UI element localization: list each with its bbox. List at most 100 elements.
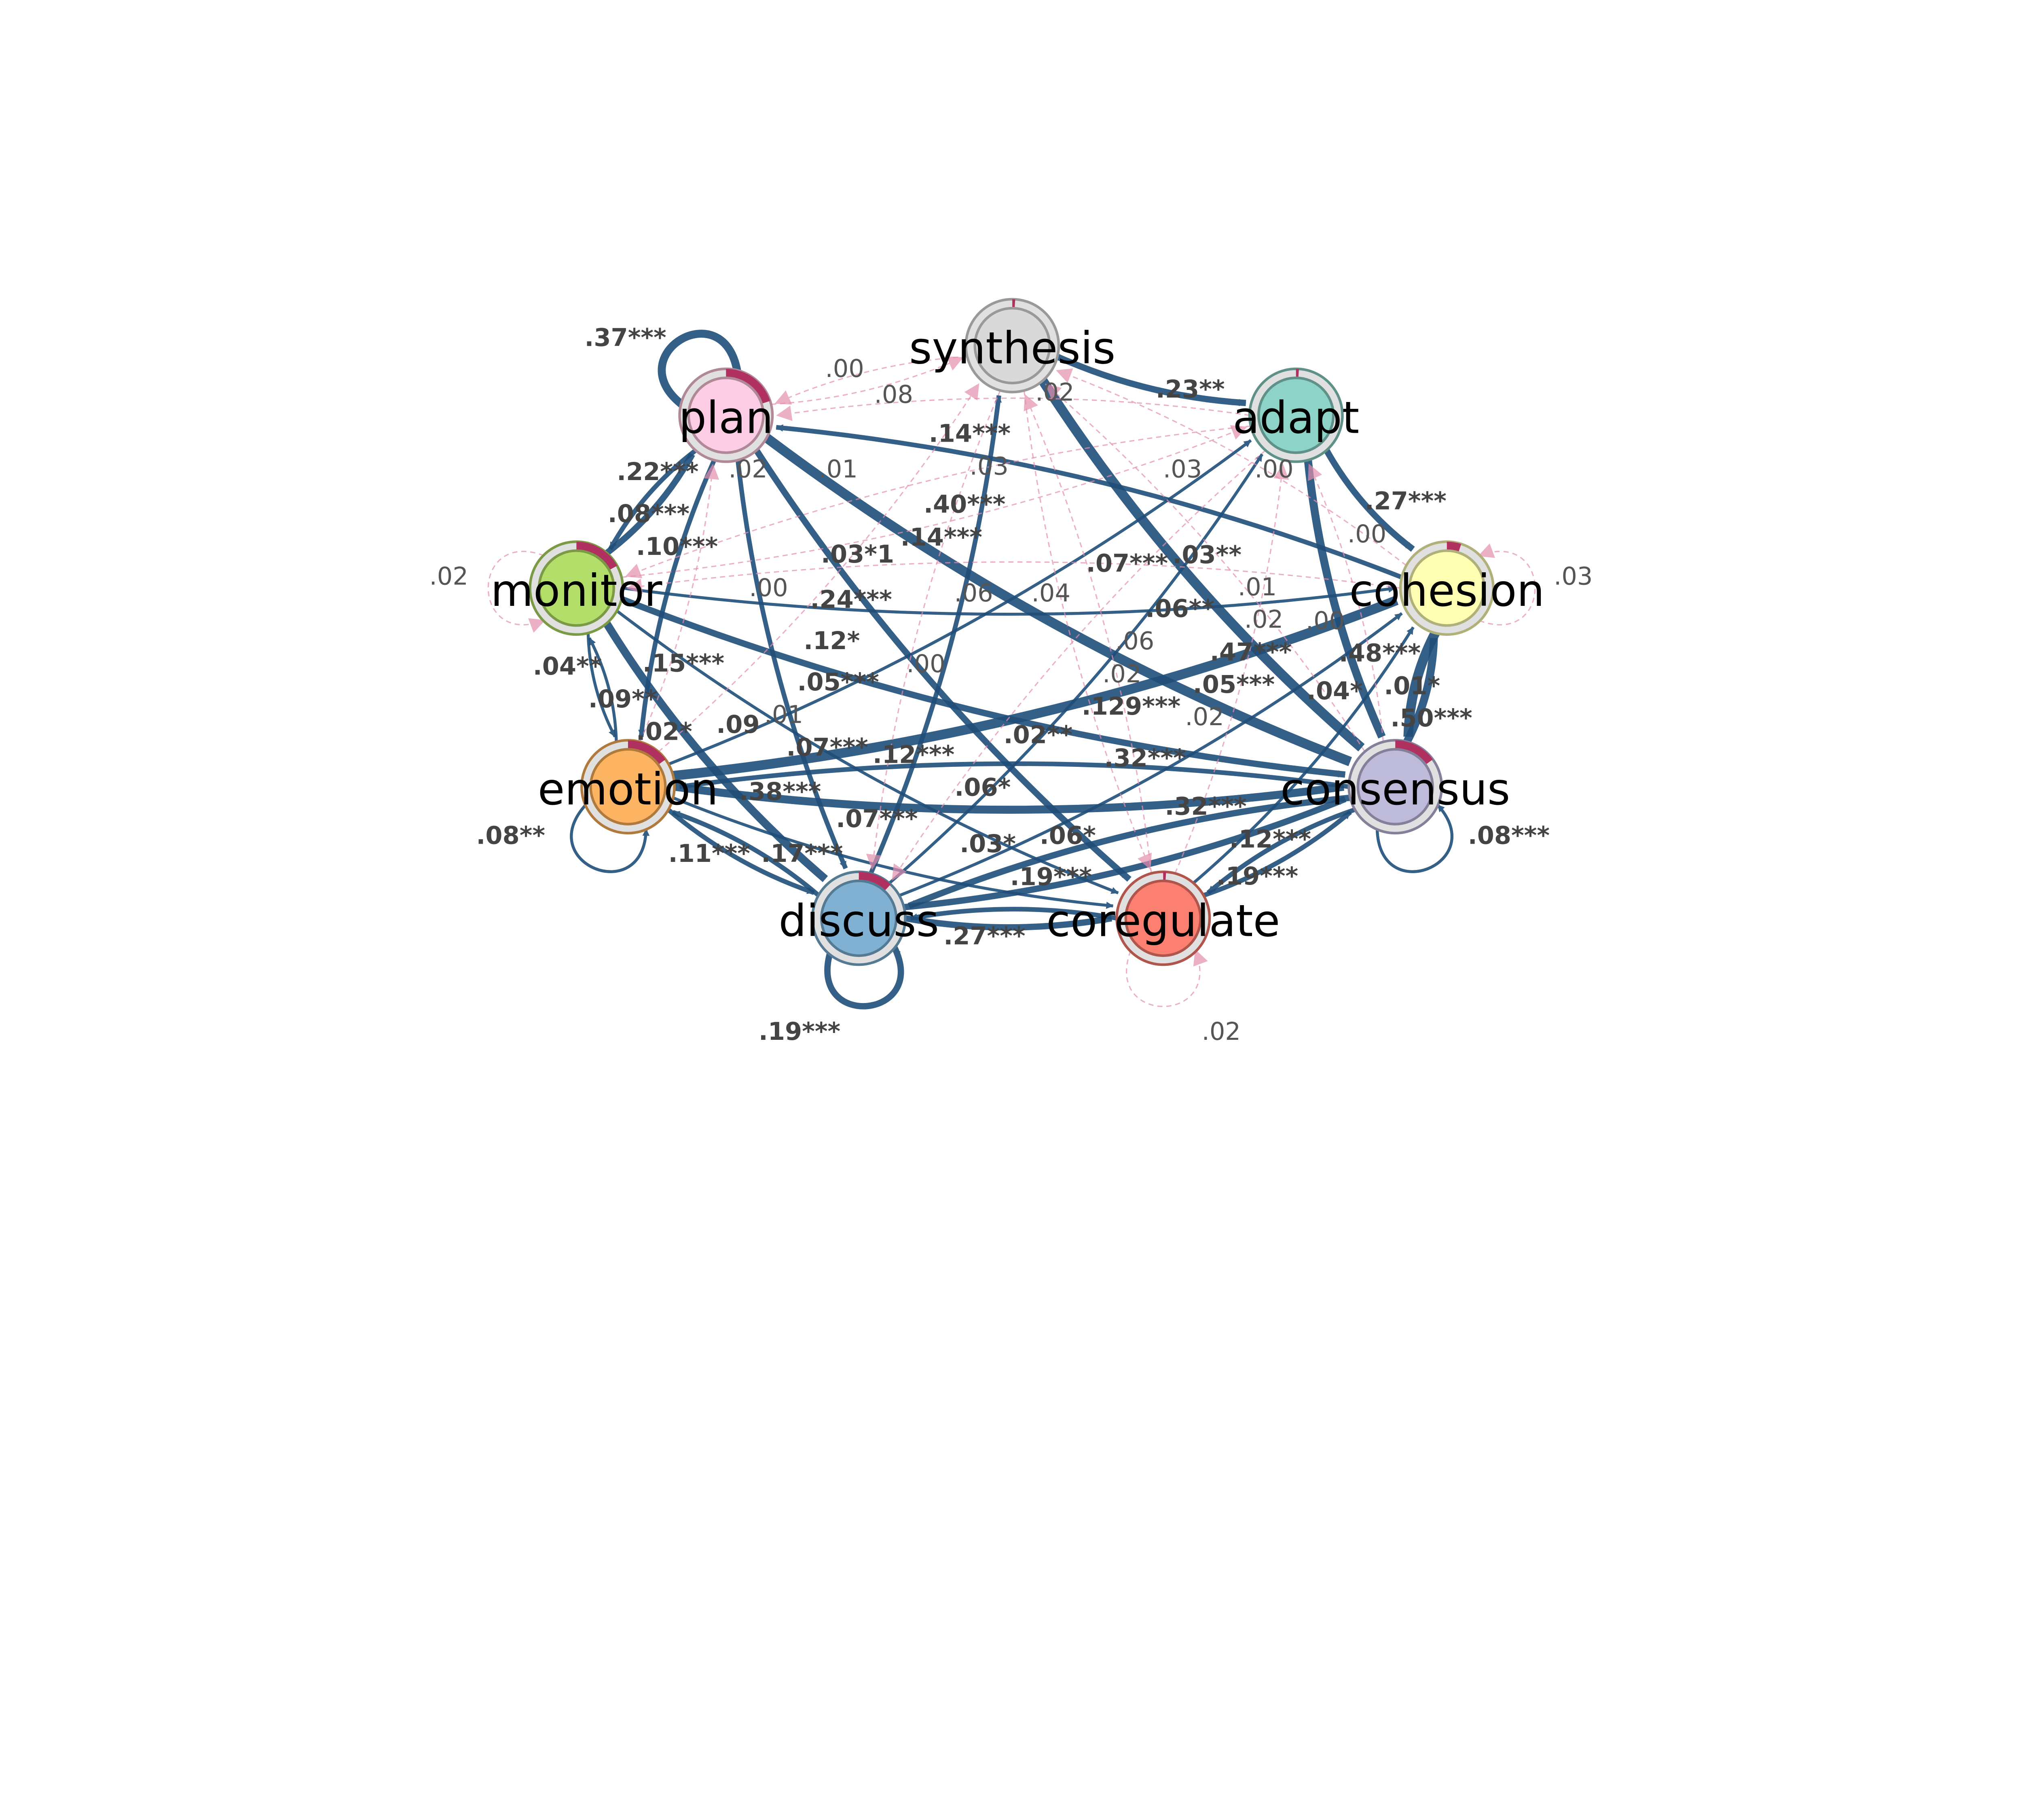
edge-label: .04* bbox=[1307, 677, 1363, 705]
edge-label: .03* bbox=[960, 830, 1016, 858]
node-core bbox=[589, 748, 667, 825]
edge-consensus-to-consensus bbox=[1375, 804, 1454, 873]
edge-coregulate-to-adapt bbox=[1174, 463, 1289, 874]
edge-consensus-to-coregulate bbox=[1206, 807, 1356, 895]
edge-label: .19*** bbox=[1010, 863, 1092, 891]
edge-label: .12* bbox=[804, 627, 860, 655]
edge-emotion-to-coregulate bbox=[673, 796, 1114, 909]
edge-label: .09** bbox=[588, 685, 658, 713]
edge-plan-to-emotion bbox=[638, 459, 717, 737]
edge-label: .27*** bbox=[1365, 487, 1447, 516]
edge-synthesis-to-consensus bbox=[1038, 378, 1365, 751]
edge-emotion-to-discuss bbox=[666, 808, 815, 895]
edge-label: .12*** bbox=[1229, 825, 1311, 854]
edge-emotion-to-plan bbox=[639, 463, 719, 742]
edge-label: .02 bbox=[728, 455, 767, 484]
edge-label: .02 bbox=[1185, 703, 1224, 731]
node-emotion[interactable]: emotion bbox=[538, 739, 718, 835]
edge-label: .02* bbox=[636, 718, 692, 746]
edge-monitor-to-cohesion bbox=[622, 585, 1396, 616]
edge-label: .03** bbox=[1172, 541, 1242, 569]
edge-consensus-to-adapt bbox=[1308, 463, 1384, 742]
edge-label: .47*** bbox=[1210, 638, 1292, 667]
node-label: discuss bbox=[778, 895, 939, 946]
edge-synthesis-to-discuss bbox=[866, 390, 1001, 870]
edge-label: .24*** bbox=[810, 586, 892, 614]
node-label: plan bbox=[679, 392, 773, 444]
edge-consensus-to-discuss bbox=[907, 794, 1351, 909]
node-core bbox=[687, 377, 765, 454]
edge-label: .37*** bbox=[584, 324, 666, 352]
edge-label: .01 bbox=[764, 700, 803, 729]
node-core bbox=[1124, 879, 1202, 957]
edge-label: .27*** bbox=[943, 922, 1025, 950]
edge-cohesion-to-monitor bbox=[626, 561, 1401, 594]
edge-coregulate-to-synthesis bbox=[1024, 394, 1152, 874]
node-pie-arc bbox=[1395, 740, 1433, 765]
node-coregulate[interactable]: coregulate bbox=[1046, 870, 1280, 966]
node-consensus[interactable]: consensus bbox=[1280, 739, 1510, 835]
edge-monitor-to-plan bbox=[605, 453, 695, 556]
edge-label: .11*** bbox=[668, 840, 750, 868]
edge-label: .04 bbox=[1032, 579, 1070, 607]
edge-coregulate-to-consensus bbox=[1203, 810, 1352, 898]
edge-label: .00 bbox=[1254, 455, 1293, 484]
edge-cohesion-to-consensus bbox=[1403, 631, 1440, 737]
edge-label: .15*** bbox=[643, 649, 724, 677]
edge-label: .02 bbox=[1244, 605, 1283, 634]
node-adapt[interactable]: adapt bbox=[1233, 367, 1359, 463]
edge-discuss-to-discuss bbox=[824, 946, 904, 1009]
node-plan[interactable]: plan bbox=[678, 367, 774, 463]
edge-synthesis-to-adapt bbox=[1056, 353, 1246, 406]
node-core bbox=[1356, 748, 1434, 825]
edge-label: .01 bbox=[1238, 573, 1277, 601]
edge-label: .02 bbox=[1035, 379, 1074, 407]
node-cohesion[interactable]: cohesion bbox=[1349, 540, 1544, 636]
node-discuss[interactable]: discuss bbox=[778, 870, 939, 966]
edge-label: .08** bbox=[476, 821, 545, 850]
edge-label: .48*** bbox=[1339, 639, 1421, 667]
node-label: consensus bbox=[1280, 764, 1510, 815]
edge-label: .08*** bbox=[608, 500, 690, 528]
edge-discuss-to-coregulate bbox=[905, 915, 1113, 931]
edge-label: .19*** bbox=[1216, 862, 1298, 891]
node-label: adapt bbox=[1233, 392, 1359, 444]
edge-monitor-to-coregulate bbox=[616, 609, 1119, 895]
edge-label: .05*** bbox=[797, 668, 879, 696]
node-label: monitor bbox=[491, 565, 662, 616]
edge-label: .07*** bbox=[836, 805, 918, 833]
edge-label: .02 bbox=[429, 562, 468, 590]
node-core bbox=[973, 307, 1051, 385]
edge-emotion-to-emotion bbox=[570, 804, 650, 873]
edge-monitor-to-discuss bbox=[603, 621, 828, 882]
edge-label: .03 bbox=[1554, 562, 1593, 590]
edge-discuss-to-cohesion bbox=[899, 612, 1403, 897]
edge-label: .22*** bbox=[617, 458, 698, 486]
edge-monitor-to-emotion bbox=[586, 633, 617, 738]
node-label: emotion bbox=[538, 764, 718, 815]
node-core bbox=[820, 879, 898, 957]
edge-label: .06 bbox=[954, 579, 993, 607]
transition-network-diagram: synthesis plan adapt monitor cohesion emotion… bbox=[429, 298, 1593, 1046]
edge-label: .23** bbox=[1156, 375, 1225, 404]
edge-label: .06* bbox=[954, 773, 1011, 802]
edge-label: .06* bbox=[1040, 821, 1096, 850]
node-core bbox=[1257, 377, 1335, 454]
edge-coregulate-to-cohesion bbox=[1192, 626, 1415, 885]
edge-consensus-to-synthesis bbox=[1045, 383, 1366, 752]
edge-label: .17*** bbox=[761, 840, 843, 868]
edge-emotion-to-consensus bbox=[674, 783, 1345, 814]
edge-label: .38*** bbox=[739, 778, 821, 806]
node-pie-arc bbox=[1447, 542, 1462, 553]
edge-label: .12*** bbox=[873, 741, 954, 769]
node-monitor[interactable]: monitor bbox=[491, 540, 662, 636]
edge-label: .07*** bbox=[1086, 549, 1168, 578]
edge-emotion-to-adapt bbox=[668, 439, 1252, 766]
edge-label: .09 bbox=[716, 711, 759, 739]
edge-label: .02 bbox=[1102, 660, 1141, 688]
edge-coregulate-to-discuss bbox=[910, 907, 1117, 921]
edge-plan-to-plan bbox=[658, 330, 741, 407]
node-synthesis[interactable]: synthesis bbox=[909, 298, 1115, 394]
edge-label: .03 bbox=[1163, 455, 1202, 484]
node-pie-arc bbox=[576, 542, 617, 570]
